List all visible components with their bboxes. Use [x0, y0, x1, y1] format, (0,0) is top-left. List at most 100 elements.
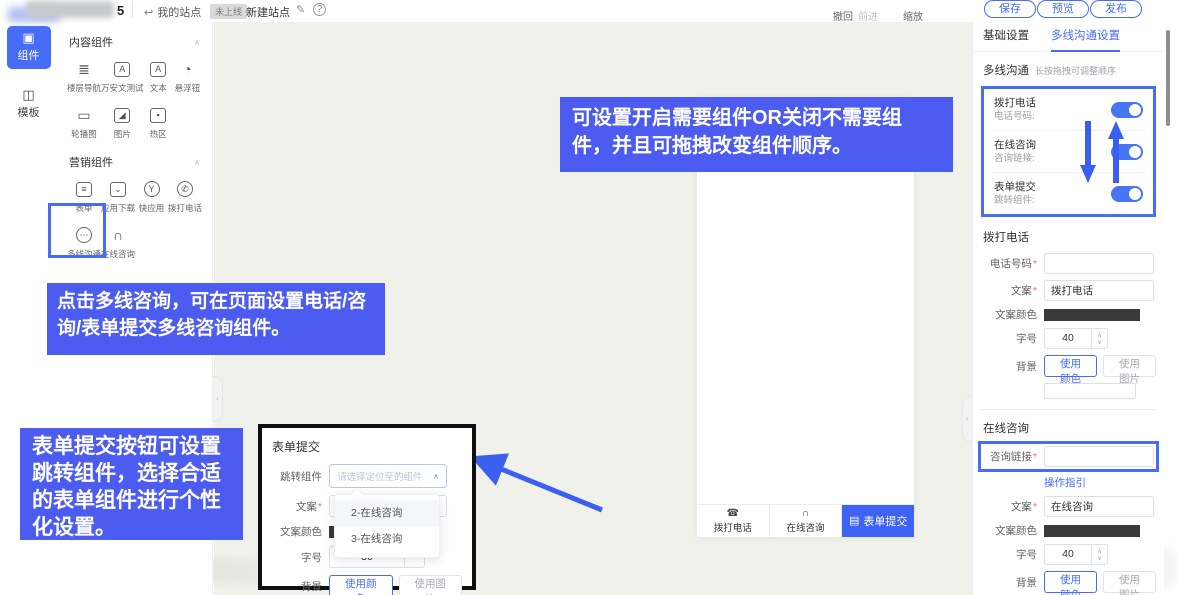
- back-to-my-sites-button[interactable]: ↩我的站点: [144, 7, 202, 19]
- consult-text-color-swatch[interactable]: [1044, 524, 1140, 537]
- phone-number-input[interactable]: [1044, 253, 1154, 274]
- palette-item-call[interactable]: ✆拨打电话: [168, 180, 202, 214]
- settings-panel: 基础设置 多线沟通设置 多线沟通 长按拖拽可调整顺序 拨打电话 电话号码: 在线: [972, 22, 1164, 595]
- call-use-color-button[interactable]: 使用颜色: [1044, 355, 1097, 385]
- widget-consult-button[interactable]: ∩ 在线咨询: [770, 505, 843, 537]
- consult-use-image-button[interactable]: 使用图片: [1103, 571, 1156, 595]
- widget-form-submit-button[interactable]: ▤ 表单提交: [842, 505, 915, 537]
- text-color-label: 文案颜色: [280, 526, 322, 538]
- consult-font-size-label: 字号: [1016, 549, 1037, 561]
- phone-number-label: 电话号码: [981, 256, 1037, 271]
- quick-app-icon: Y: [143, 181, 160, 197]
- dropdown-option[interactable]: 2-在线咨询: [335, 500, 439, 526]
- font-size-label: 字号: [301, 551, 322, 564]
- dropdown-option[interactable]: 3-在线咨询: [351, 533, 403, 545]
- collapse-caret-icon: ∧: [194, 157, 200, 167]
- rail-tab-templates[interactable]: ◫ 模板: [7, 83, 51, 126]
- collapse-caret-icon: ∧: [194, 37, 200, 47]
- chevron-left-icon: ‹: [216, 394, 219, 403]
- consult-text-input[interactable]: [1044, 496, 1154, 517]
- palette-item-carousel[interactable]: ▭轮播图: [71, 106, 97, 140]
- caret-up-icon: ∧: [1097, 331, 1102, 339]
- palette-item-online-consult[interactable]: ∩在线咨询: [101, 227, 136, 259]
- call-background-label: 背景: [1016, 360, 1037, 373]
- form-panel-title: 表单提交: [272, 440, 321, 454]
- toggle-row-consult[interactable]: 在线咨询 咨询链接:: [992, 130, 1145, 172]
- consult-link-label: 咨询链接: [981, 449, 1037, 464]
- save-button[interactable]: 保存: [984, 0, 1036, 18]
- form-toggle[interactable]: [1111, 185, 1143, 202]
- toggle-row-form[interactable]: 表单提交 跳转组件:: [992, 172, 1145, 214]
- call-font-size-stepper[interactable]: 40 ∧∨: [1044, 328, 1108, 349]
- caret-up-icon: ∧: [1097, 547, 1102, 555]
- use-image-button[interactable]: 使用图片: [398, 575, 462, 595]
- preview-button[interactable]: 预览: [1037, 0, 1089, 18]
- operation-guide-link[interactable]: 操作指引: [1044, 477, 1086, 489]
- call-text-color-label: 文案颜色: [995, 309, 1037, 321]
- site-title: 新建站点: [246, 7, 290, 19]
- zoom-control-label[interactable]: 缩放: [903, 12, 923, 23]
- edit-title-icon[interactable]: ✎: [296, 4, 306, 16]
- consult-link-highlight: 咨询链接: [978, 441, 1159, 472]
- toggle-row-call[interactable]: 拨打电话 电话号码:: [992, 89, 1145, 130]
- jump-component-select[interactable]: 请选择定位至的组件 ∧: [329, 464, 447, 488]
- consult-background-label: 背景: [1016, 576, 1037, 589]
- palette-item-app-download[interactable]: ⌄应用下载: [101, 181, 136, 213]
- consult-text-label: 文案: [981, 499, 1037, 514]
- settings-tabs: 基础设置 多线沟通设置: [973, 22, 1164, 52]
- image-icon: ◢: [114, 107, 131, 123]
- call-use-image-button[interactable]: 使用图片: [1103, 355, 1156, 385]
- help-icon[interactable]: ?: [313, 3, 326, 16]
- annotation-toggle-tip: 可设置开启需要组件OR关闭不需要组件，并且可拖拽改变组件顺序。: [560, 97, 953, 172]
- document-a-icon: A: [114, 61, 131, 77]
- consult-toggle[interactable]: [1111, 143, 1143, 160]
- marketing-group-header[interactable]: 营销组件 ∧: [69, 157, 200, 169]
- templates-icon: ◫: [22, 87, 35, 102]
- tab-multiline-settings[interactable]: 多线沟通设置: [1051, 22, 1120, 52]
- palette-item-floor-nav[interactable]: ≣楼层导航: [67, 60, 102, 94]
- site-name-suffix: 5: [117, 3, 125, 18]
- topbar-divider: [132, 2, 133, 18]
- hotzone-icon: ▪: [150, 107, 167, 123]
- palette-item-hotzone[interactable]: ▪热区: [149, 107, 167, 139]
- carousel-icon: ▭: [77, 106, 91, 123]
- consult-section-title: 在线咨询: [983, 423, 1029, 435]
- text-label: 文案: [270, 499, 322, 514]
- use-color-button[interactable]: 使用颜色: [329, 575, 393, 595]
- caret-down-icon: ∨: [1097, 338, 1102, 346]
- vertical-scrollbar-thumb[interactable]: [1166, 30, 1170, 126]
- rail-tab-components[interactable]: ▣ 组件: [6, 26, 51, 69]
- palette-item-float-button[interactable]: ◔悬浮钮: [174, 61, 201, 93]
- multiline-widget-bar: ☎ 拨打电话 ∩ 在线咨询 ▤ 表单提交: [697, 504, 915, 537]
- widget-call-button[interactable]: ☎ 拨打电话: [697, 505, 770, 537]
- call-text-color-swatch[interactable]: [1044, 308, 1140, 321]
- undo-button[interactable]: 撤回: [833, 12, 853, 23]
- palette-item-image[interactable]: ◢图片: [113, 107, 131, 139]
- annotation-form-tip: 表单提交按钮可设置跳转组件，选择合适的表单组件进行个性化设置。: [20, 428, 243, 540]
- top-bar: 5 ↩我的站点 未上线 新建站点 ✎ ? 撤回 前进 缩放 保存 预览 发布: [0, 0, 1177, 23]
- call-color-value-input[interactable]: [1044, 383, 1136, 399]
- palette-collapse-handle[interactable]: ‹: [213, 376, 223, 422]
- consult-font-size-stepper[interactable]: 40 ∧∨: [1044, 544, 1108, 565]
- layers-icon: ≣: [78, 60, 90, 77]
- publish-button[interactable]: 发布: [1090, 0, 1142, 18]
- call-text-input[interactable]: [1044, 280, 1154, 301]
- consult-link-input[interactable]: [1044, 446, 1154, 467]
- settings-panel-collapse-handle[interactable]: ‹: [962, 396, 972, 442]
- select-placeholder: 请选择定位至的组件: [337, 472, 423, 483]
- redo-button[interactable]: 前进: [858, 12, 878, 23]
- dropdown-notch: [351, 489, 363, 501]
- back-arrow-icon: ↩: [144, 7, 154, 19]
- background-label: 背景: [301, 580, 322, 593]
- content-group-header[interactable]: 内容组件 ∧: [69, 37, 200, 49]
- palette-item-multiline-chat[interactable]: ⋯多线沟通: [67, 226, 101, 260]
- call-toggle[interactable]: [1111, 101, 1143, 118]
- tab-basic-settings[interactable]: 基础设置: [983, 29, 1029, 42]
- palette-item-form[interactable]: ≡表单: [75, 181, 93, 213]
- consult-use-color-button[interactable]: 使用颜色: [1044, 571, 1097, 595]
- toggle-group-box: 拨打电话 电话号码: 在线咨询 咨询链接: 表单提交 跳转组件:: [981, 86, 1156, 217]
